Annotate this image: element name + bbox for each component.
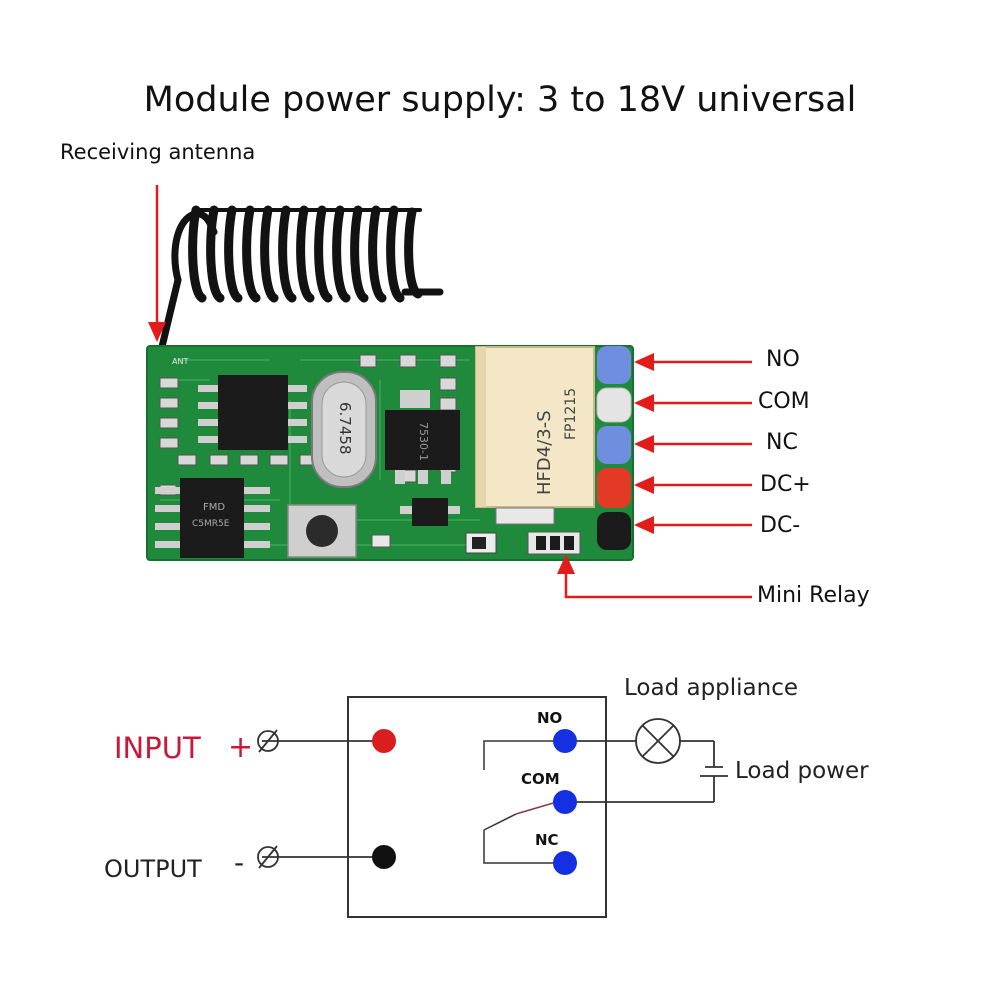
pin-label-com: COM [758,389,810,414]
mini-relay-arrow [557,554,752,599]
terminal-nc [553,851,577,875]
decoder-ic [198,375,307,450]
output-sign: - [234,846,244,879]
ic-brand-text: FMD [203,502,225,513]
output-wires [596,346,632,550]
learn-button [287,504,357,558]
input-line [257,729,396,753]
voltage-regulator: 7530-1 [385,390,460,484]
terminal-com [553,790,577,814]
pin-label-no: NO [766,347,800,372]
input-label: INPUT [114,731,201,765]
mini-relay: HFD4/3-S FP1215 [475,346,595,508]
mcu-ic: FMD C5MR5E [155,478,270,558]
mini-relay-label: Mini Relay [757,583,870,608]
load-power-label: Load power [735,758,869,784]
antenna-coil [156,205,444,359]
antenna-label: Receiving antenna [60,140,256,164]
pin-label-dc-plus: DC+ [760,472,811,497]
output-line [257,845,396,869]
module-box [347,696,607,918]
pin-arrows [634,353,752,534]
terminal-no [553,729,577,753]
relay-contacts [483,740,561,864]
load-circuit [577,740,728,803]
page-title: Module power supply: 3 to 18V universal [143,80,857,120]
crystal-text: 6.7458 [336,402,354,455]
relay-code-text: FP1215 [563,388,579,440]
regulator-text: 7530-1 [417,422,430,461]
lamp-icon [635,718,681,764]
load-appliance-label: Load appliance [624,675,798,701]
antenna-arrow [148,185,166,342]
pin-label-dc-minus: DC- [760,513,801,538]
mini-relay-connector [527,531,581,555]
pin-label-nc: NC [766,430,798,455]
ic-code-text: C5MR5E [192,519,230,529]
terminal-com-label: COM [521,770,560,788]
crystal-oscillator: 6.7458 [311,371,377,488]
output-label: OUTPUT [104,855,202,883]
relay-model-text: HFD4/3-S [534,410,555,495]
input-sign: + [228,730,253,765]
ant-pad-text: ANT [172,357,188,366]
terminal-nc-label: NC [535,831,559,849]
terminal-no-label: NO [537,709,562,727]
